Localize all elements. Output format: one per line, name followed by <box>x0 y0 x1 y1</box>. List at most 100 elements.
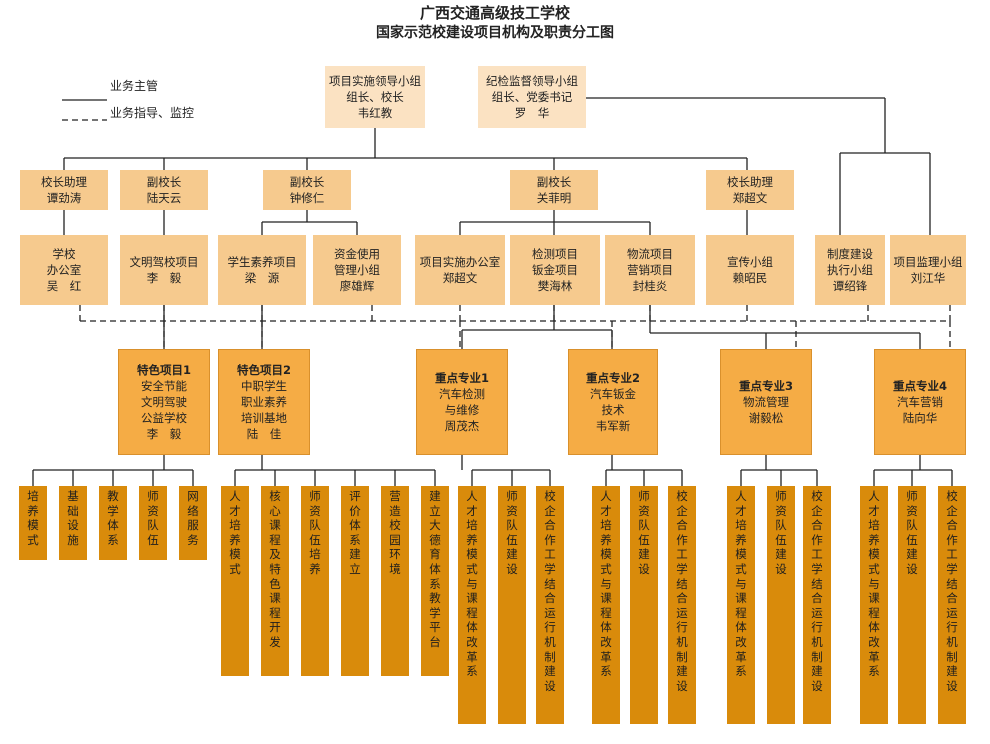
project-box-line: 汽车检测 <box>439 387 485 401</box>
office-box-line: 项目监理小组 <box>893 255 963 269</box>
project-box-line: 韦军新 <box>595 419 631 433</box>
task-box: 师资队伍建设 <box>767 486 795 724</box>
office-box-line: 执行小组 <box>827 263 873 277</box>
office-box-line: 赖昭民 <box>732 271 768 285</box>
task-label: 校企合作工学结合运行机制建设 <box>811 489 823 693</box>
office-box-line: 项目实施办公室 <box>419 255 501 269</box>
office-box: 学校办公室吴 红 <box>20 235 108 305</box>
task-box: 网络服务 <box>179 486 207 560</box>
chart-title: 广西交通高级技工学校 <box>419 4 570 22</box>
office-box-line: 文明驾校项目 <box>129 255 199 269</box>
top-box: 纪检监督领导小组组长、党委书记罗 华 <box>478 66 586 128</box>
leader-box-line: 副校长 <box>536 175 572 189</box>
project-box-heading: 重点专业4 <box>892 379 947 393</box>
leader-box-line: 校长助理 <box>41 175 87 189</box>
task-box: 人才培养模式与课程体改革系 <box>592 486 620 724</box>
task-box: 人才培养模式与课程体改革系 <box>458 486 486 724</box>
legend-dashed-label: 业务指导、监控 <box>110 106 195 120</box>
office-box: 检测项目钣金项目樊海林 <box>510 235 600 305</box>
office-box-line: 学校 <box>52 247 76 261</box>
office-box-line: 郑超文 <box>442 271 478 285</box>
task-label: 建立大德育体系教学平台 <box>429 489 441 649</box>
project-box-line: 汽车钣金 <box>590 387 636 401</box>
task-box: 营造校园环境 <box>381 486 409 676</box>
task-box: 校企合作工学结合运行机制建设 <box>536 486 564 724</box>
task-box: 培养模式 <box>19 486 47 560</box>
project-box-heading: 特色项目2 <box>236 363 291 377</box>
task-box: 校企合作工学结合运行机制建设 <box>668 486 696 724</box>
top-box-line: 组长、党委书记 <box>491 90 573 104</box>
task-label: 人才培养模式与课程体改革系 <box>600 489 612 679</box>
task-label: 教学体系 <box>107 489 119 547</box>
task-label: 师资队伍建设 <box>506 489 518 576</box>
office-box-line: 办公室 <box>46 263 82 277</box>
task-box: 人才培养模式与课程体改革系 <box>860 486 888 724</box>
task-label: 培养模式 <box>27 489 39 547</box>
project-box-line: 周茂杰 <box>444 419 480 433</box>
project-box-line: 陆 佳 <box>246 427 282 441</box>
project-box-line: 中职学生 <box>241 379 287 393</box>
task-label: 师资队伍建设 <box>775 489 787 576</box>
office-box-line: 廖雄辉 <box>339 279 375 293</box>
task-label: 师资队伍建设 <box>638 489 650 576</box>
office-box: 制度建设执行小组谭绍锋 <box>815 235 885 305</box>
task-box: 校企合作工学结合运行机制建设 <box>803 486 831 724</box>
task-label: 校企合作工学结合运行机制建设 <box>544 489 556 693</box>
project-box-line: 公益学校 <box>141 411 187 425</box>
office-box-line: 樊海林 <box>537 279 573 293</box>
task-box: 评价体系建立 <box>341 486 369 676</box>
office-box-line: 钣金项目 <box>532 263 578 277</box>
leader-box: 副校长陆天云 <box>120 170 208 210</box>
leader-box-line: 副校长 <box>146 175 182 189</box>
office-box-line: 检测项目 <box>532 247 578 261</box>
office-box-line: 学生素养项目 <box>227 255 297 269</box>
top-box-line: 纪检监督领导小组 <box>486 74 578 88</box>
task-label: 校企合作工学结合运行机制建设 <box>946 489 958 693</box>
project-box-heading: 重点专业1 <box>434 371 489 385</box>
office-box-line: 物流项目 <box>627 247 673 261</box>
task-box: 核心课程及特色课程开发 <box>261 486 289 676</box>
office-box-line: 李 毅 <box>146 271 182 285</box>
task-label: 基础设施 <box>67 489 79 547</box>
office-box: 学生素养项目梁 源 <box>218 235 306 305</box>
task-label: 网络服务 <box>187 489 199 547</box>
task-label: 人才培养模式与课程体改革系 <box>868 489 880 679</box>
chart-subtitle: 国家示范校建设项目机构及职责分工图 <box>376 25 614 41</box>
task-label: 评价体系建立 <box>349 489 361 576</box>
office-box-line: 管理小组 <box>334 263 380 277</box>
task-box: 师资队伍 <box>139 486 167 560</box>
office-box: 文明驾校项目李 毅 <box>120 235 208 305</box>
leader-box-line: 钟修仁 <box>289 191 325 205</box>
project-box-line: 培训基地 <box>241 411 287 425</box>
task-box: 人才培养模式 <box>221 486 249 676</box>
leader-box-line: 副校长 <box>289 175 325 189</box>
task-label: 人才培养模式 <box>229 489 241 576</box>
project-box-line: 物流管理 <box>743 395 789 409</box>
project-box-line: 汽车营销 <box>897 395 943 409</box>
office-box-line: 封桂炎 <box>632 279 668 293</box>
task-box: 基础设施 <box>59 486 87 560</box>
leader-box: 副校长关菲明 <box>510 170 598 210</box>
project-box-line: 安全节能 <box>141 379 187 393</box>
office-box-line: 资金使用 <box>334 247 380 261</box>
task-box: 建立大德育体系教学平台 <box>421 486 449 676</box>
top-box-line: 项目实施领导小组 <box>329 74 421 88</box>
office-box-line: 吴 红 <box>46 279 82 293</box>
leader-box: 校长助理郑超文 <box>706 170 794 210</box>
office-box: 资金使用管理小组廖雄辉 <box>313 235 401 305</box>
office-box: 项目实施办公室郑超文 <box>415 235 505 305</box>
project-box-line: 文明驾驶 <box>141 395 187 409</box>
top-box-line: 组长、校长 <box>346 90 404 104</box>
project-box-heading: 重点专业2 <box>585 371 640 385</box>
task-label: 人才培养模式与课程体改革系 <box>735 489 747 679</box>
office-box-line: 制度建设 <box>827 247 873 261</box>
office-box: 宣传小组赖昭民 <box>706 235 794 305</box>
top-box-line: 罗 华 <box>514 106 550 120</box>
project-box-heading: 重点专业3 <box>738 379 793 393</box>
leader-box-line: 关菲明 <box>536 191 572 205</box>
leader-box-line: 谭劲涛 <box>46 191 82 205</box>
